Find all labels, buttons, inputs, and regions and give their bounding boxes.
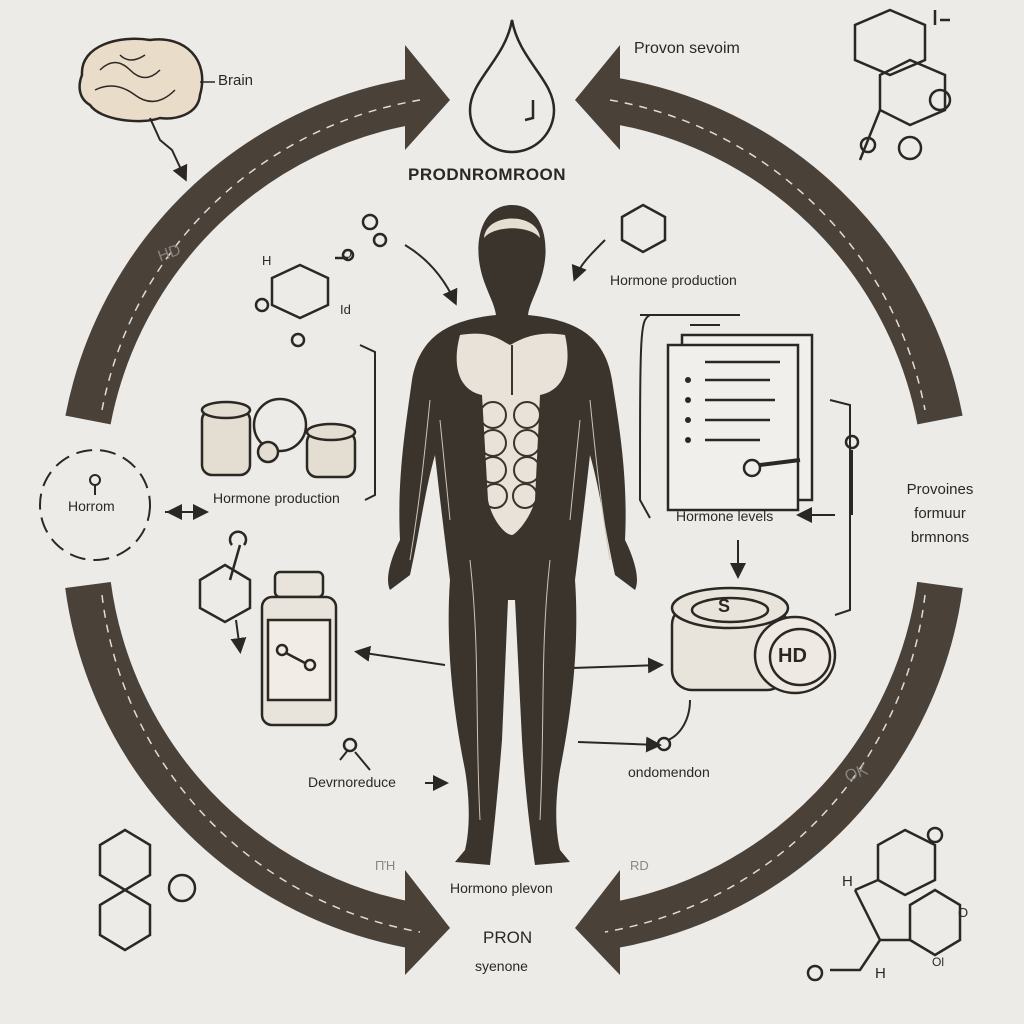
right-block-line-1: Provoines	[906, 481, 974, 498]
coin-stack-left-icon	[200, 397, 357, 479]
label-pron: PRON	[483, 928, 533, 947]
page-title: PRODNROMROON	[408, 165, 567, 184]
label-brain: Brain	[218, 72, 254, 89]
chem-label-id: Id	[340, 302, 351, 317]
molecule-small-icons	[198, 203, 860, 753]
label-ondomendon: ondomendon	[628, 764, 710, 780]
document-icon	[666, 333, 814, 512]
horrom-circle	[39, 449, 151, 561]
label-top-right: Provon sevoim	[634, 40, 740, 57]
drop-icon	[468, 19, 556, 154]
right-block-line-2: formuur	[914, 505, 966, 522]
coin-label-s: S	[718, 596, 731, 616]
pin-icon	[89, 474, 101, 495]
label-horrom: Horrom	[68, 498, 115, 514]
faint-label-bottom-right: RD	[630, 858, 649, 873]
label-hormone-production-left: Hormone production	[213, 490, 340, 506]
label-hormone-levels: Hormone levels	[676, 508, 774, 524]
molecule-top-right-icon	[853, 8, 952, 161]
chem-label-ol: Ol	[932, 955, 944, 969]
cycle-arrow-bottom-left	[65, 581, 450, 975]
label-hormone-production-top: Hormone production	[610, 272, 737, 288]
cycle-arrow-bottom-right	[575, 581, 963, 975]
cycle-arrow-top-left	[65, 45, 450, 425]
label-syenone: syenone	[475, 958, 528, 974]
coin-stack-hd-icon	[670, 586, 837, 695]
coin-label-hd: HD	[778, 645, 807, 667]
faint-label-bottom-left: ΠΉ	[375, 858, 396, 873]
molecule-bottom-left-icon	[98, 828, 197, 952]
chem-label-o2: O	[958, 905, 969, 920]
human-body-figure	[388, 205, 637, 865]
bottle-icon	[260, 570, 338, 727]
molecule-left-icon	[254, 248, 355, 348]
label-right-block: Provoines formuur brmnons	[885, 478, 995, 550]
right-block-line-3: brmnons	[910, 529, 970, 546]
chem-label-o1: O	[342, 246, 353, 261]
label-hormono-plevon: Hormono plevon	[450, 880, 553, 896]
chem-label-h2: H	[842, 873, 853, 890]
connector-arrows	[165, 239, 853, 791]
molecule-bottom-right-icon	[806, 826, 962, 982]
brain-icon	[78, 37, 215, 182]
cycle-arrow-top-right	[575, 45, 963, 425]
chem-label-h3: H	[875, 965, 886, 982]
label-devrnoreduce: Devrnoreduce	[308, 774, 396, 790]
chem-label-h1: H	[262, 253, 272, 268]
